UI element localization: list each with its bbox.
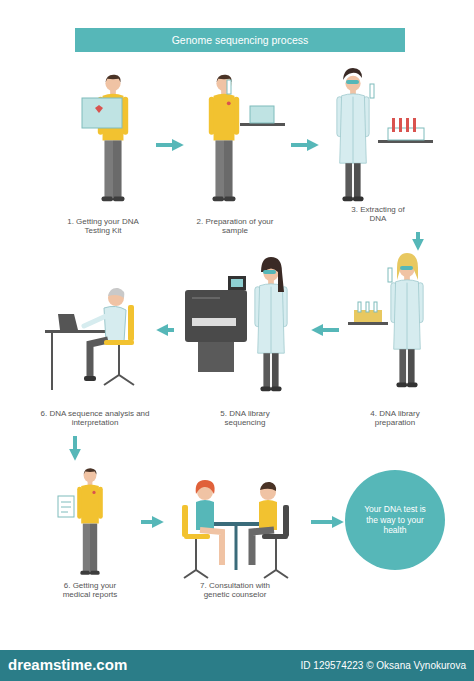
step-caption: 4. DNA library preparation	[355, 409, 435, 428]
step-node: 7. Consultation with genetic counselor	[165, 462, 305, 602]
flow-arrow	[311, 520, 339, 524]
technician-woman	[255, 257, 287, 391]
step-node: 4. DNA library preparation	[345, 252, 445, 430]
consultation-scene	[182, 480, 289, 578]
footer-bar: dreamstime.com ID 129574223 © Oksana Vyno…	[0, 650, 474, 681]
goal-text: Your DNA test is the way to your health	[361, 504, 429, 536]
scientist-extracting	[337, 68, 433, 201]
step-node: 2. Preparation of your sample	[185, 68, 285, 238]
step-node: 1. Getting your DNA Testing Kit	[55, 68, 150, 238]
flow-arrow	[316, 328, 339, 332]
flow-arrow	[291, 143, 314, 147]
flow-arrow	[73, 436, 77, 456]
step-caption: 5. DNA library sequencing	[205, 409, 285, 428]
step-caption: 3. Extracting of DNA	[343, 205, 413, 224]
flow-arrow	[161, 328, 174, 332]
person-with-kit	[82, 75, 128, 201]
step-caption: 7. Consultation with genetic counselor	[190, 581, 280, 600]
scientist-library-prep	[348, 253, 423, 387]
flow-arrow	[141, 520, 159, 524]
title-banner: Genome sequencing process	[75, 28, 405, 52]
analyst-at-laptop	[45, 288, 134, 390]
title-text: Genome sequencing process	[172, 34, 309, 46]
person-with-report	[58, 468, 103, 574]
step-caption: 2. Preparation of your sample	[195, 217, 275, 236]
goal-circle: Your DNA test is the way to your health	[345, 470, 445, 570]
flow-arrow	[416, 232, 420, 246]
step-node: 5. DNA library sequencing	[180, 252, 310, 430]
step-caption: 6. Getting your medical reports	[50, 581, 130, 600]
person-preparing-sample	[209, 75, 285, 201]
step-caption: 6. DNA sequence analysis and interpretat…	[40, 409, 150, 428]
site-watermark: dreamstime.com	[8, 656, 127, 673]
step-node: 6. Getting your medical reports	[45, 462, 135, 602]
flow-arrow	[156, 143, 179, 147]
step-node: 6. DNA sequence analysis and interpretat…	[35, 252, 155, 430]
sequencing-machine	[185, 276, 247, 372]
image-credit: ID 129574223 © Oksana Vynokurova	[301, 660, 466, 671]
step-caption: 1. Getting your DNA Testing Kit	[58, 217, 148, 236]
step-node: 3. Extracting of DNA	[320, 68, 435, 226]
